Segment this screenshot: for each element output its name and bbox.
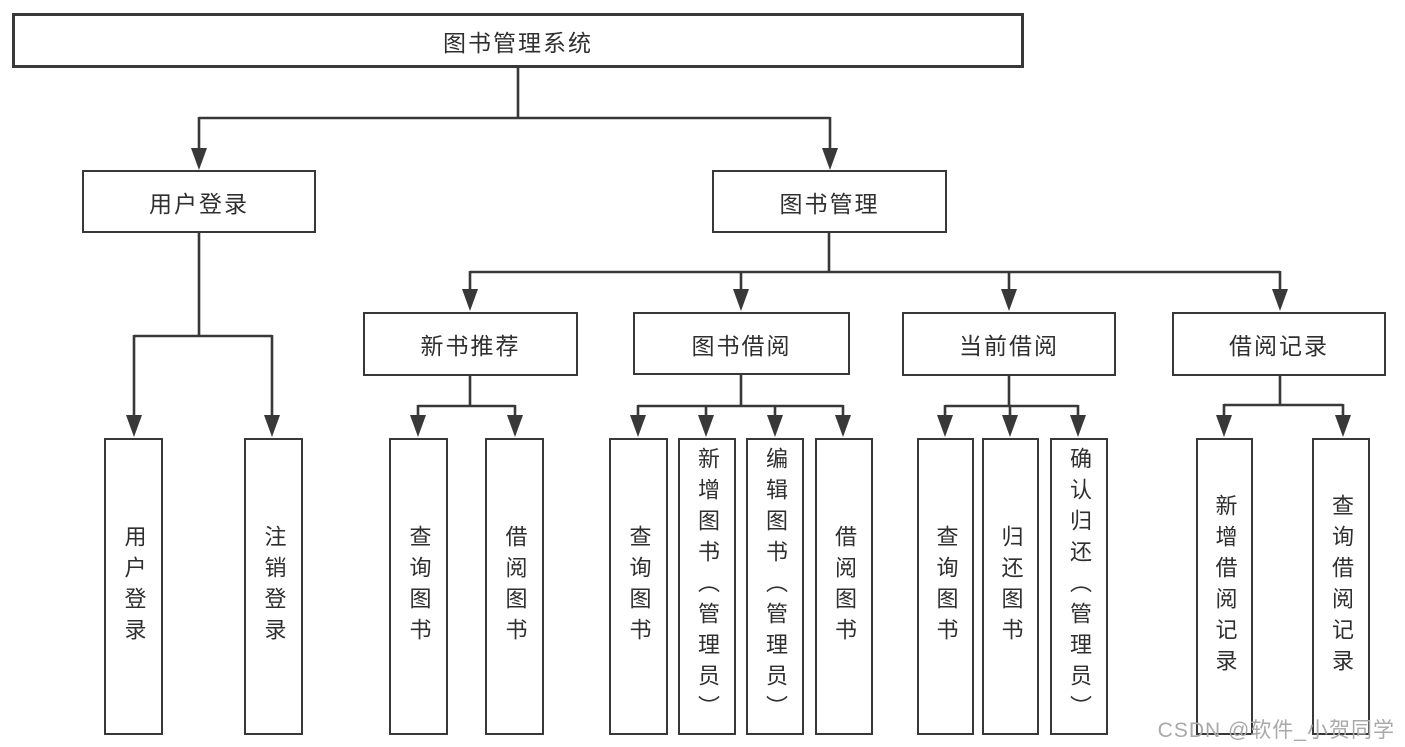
node-query-book-borrow: 查询图书 [609,438,668,735]
node-query-book-recommend: 查询图书 [389,438,448,735]
node-borrow-records: 借阅记录 [1172,312,1386,376]
node-query-borrow-record: 查询借阅记录 [1312,438,1370,735]
node-add-book-admin: 新增图书（管理员） [678,438,736,735]
node-confirm-return-admin: 确认归还（管理员） [1050,438,1108,735]
node-user-login: 用户登录 [82,170,316,233]
node-book-management: 图书管理 [712,170,947,233]
node-user-login-action: 用户登录 [104,438,163,735]
node-query-book-current: 查询图书 [917,438,974,735]
node-return-book: 归还图书 [982,438,1039,735]
watermark: CSDN @软件_小贺同学 [1157,719,1395,742]
node-edit-book-admin: 编辑图书（管理员） [746,438,804,735]
node-logout-action: 注销登录 [244,438,303,735]
node-current-borrow: 当前借阅 [902,312,1116,376]
node-library-system: 图书管理系统 [12,13,1024,68]
node-borrow-book-recommend: 借阅图书 [485,438,544,735]
node-new-book-recommend: 新书推荐 [363,312,578,376]
node-add-borrow-record: 新增借阅记录 [1196,438,1253,735]
node-book-borrow: 图书借阅 [633,312,850,375]
node-borrow-book-action: 借阅图书 [815,438,873,735]
